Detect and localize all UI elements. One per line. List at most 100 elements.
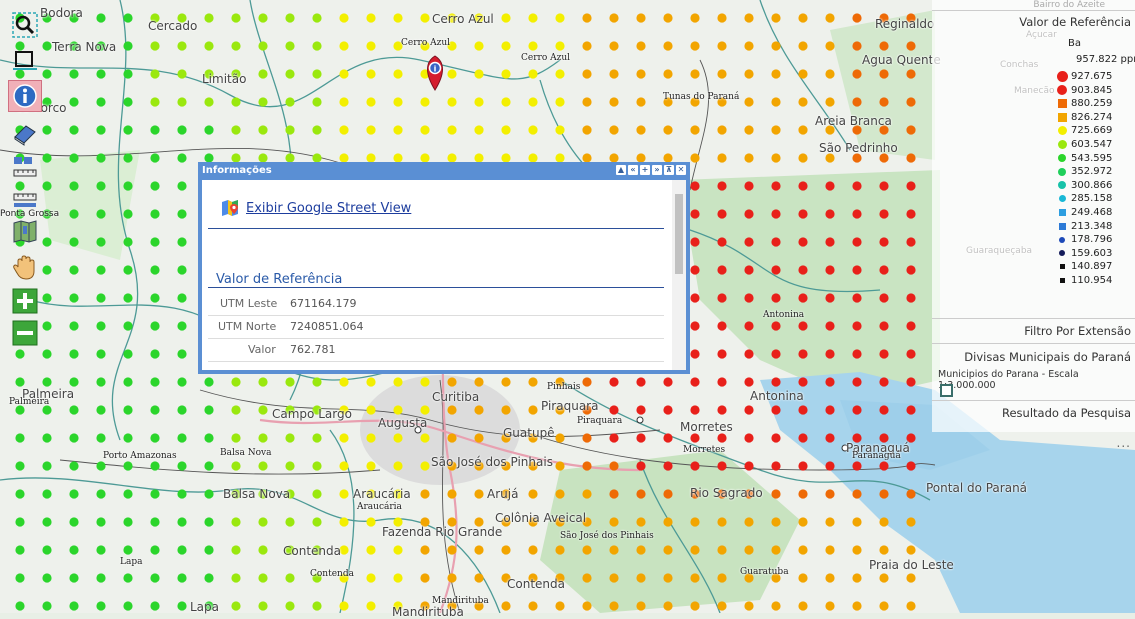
popup-next-button[interactable]: » — [652, 165, 662, 175]
legend-swatch — [1056, 195, 1068, 203]
legend-swatch — [1056, 71, 1068, 82]
sample-point — [798, 321, 808, 331]
municipios-layer-checkbox[interactable] — [940, 384, 953, 397]
sample-point — [96, 433, 106, 443]
sample-point — [177, 377, 187, 387]
select-rectangle-tool[interactable] — [8, 46, 42, 76]
sample-point — [204, 377, 214, 387]
sample-point — [852, 97, 862, 107]
popup-close-button[interactable]: ✕ — [676, 165, 686, 175]
sample-point — [420, 405, 430, 415]
popup-collapse-button[interactable]: ▲ — [616, 165, 626, 175]
popup-prev-button[interactable]: « — [628, 165, 638, 175]
popup-maximize-button[interactable]: ⊼ — [664, 165, 674, 175]
sample-point — [717, 293, 727, 303]
sample-point — [798, 377, 808, 387]
sample-point — [852, 461, 862, 471]
road — [689, 59, 709, 191]
sample-point — [339, 433, 349, 443]
zoom-search-tool[interactable] — [8, 10, 42, 40]
boundary-line — [0, 477, 501, 614]
sample-point — [96, 237, 106, 247]
attribute-value: 671164.179 — [290, 297, 357, 310]
eraser-tool[interactable] — [8, 118, 42, 148]
sample-point — [906, 209, 916, 219]
place-label: Lapa — [190, 600, 220, 614]
sample-point — [879, 377, 889, 387]
sample-point — [474, 601, 484, 611]
sample-point — [906, 517, 916, 527]
sample-point — [798, 573, 808, 583]
panel-divider — [932, 318, 1135, 319]
sample-point — [717, 433, 727, 443]
sample-point — [150, 405, 160, 415]
sample-point — [501, 545, 511, 555]
legend-value: 159.603 — [1071, 247, 1113, 259]
popup-add-button[interactable]: + — [640, 165, 650, 175]
sample-point — [636, 97, 646, 107]
map-pin-icon[interactable]: i — [427, 55, 443, 91]
sample-point — [96, 349, 106, 359]
sample-point — [879, 405, 889, 415]
divisas-layer-header[interactable]: Divisas Municipais do Paraná — [964, 350, 1131, 364]
street-view-link[interactable]: Exibir Google Street View — [220, 198, 411, 218]
filter-extent-header[interactable]: Filtro Por Extensão — [1024, 324, 1131, 338]
sample-point — [798, 517, 808, 527]
sample-point — [879, 433, 889, 443]
zoom-in-icon — [12, 288, 38, 314]
sample-point — [15, 545, 25, 555]
sample-point — [123, 237, 133, 247]
sample-point — [177, 601, 187, 611]
measure-distance-tool[interactable] — [8, 152, 42, 182]
sample-point — [906, 125, 916, 135]
zoom-in-button[interactable] — [8, 286, 42, 316]
more-options-button[interactable]: ... — [1116, 436, 1131, 450]
legend-value: 880.259 — [1071, 98, 1113, 110]
map-layers-tool[interactable] — [8, 216, 42, 246]
sample-point — [771, 97, 781, 107]
measure-area-tool[interactable] — [8, 186, 42, 216]
zoom-out-button[interactable] — [8, 318, 42, 348]
sample-point — [906, 97, 916, 107]
info-tool[interactable] — [8, 80, 42, 112]
search-result-header[interactable]: Resultado da Pesquisa — [1002, 406, 1131, 420]
popup-header[interactable]: Informações ▲ « + » ⊼ ✕ — [198, 162, 690, 180]
place-label: Palmeira — [9, 397, 50, 407]
sample-point — [825, 293, 835, 303]
legend-marker — [1058, 181, 1066, 190]
info-icon — [13, 84, 37, 108]
sample-point — [582, 489, 592, 499]
popup-scrollbar[interactable] — [672, 180, 686, 370]
sample-point — [717, 349, 727, 359]
sample-point — [177, 573, 187, 583]
place-label: Guatupê — [503, 426, 555, 440]
sample-point — [717, 573, 727, 583]
street-view-link-text[interactable]: Exibir Google Street View — [246, 200, 412, 216]
sample-point — [312, 41, 322, 51]
sample-point — [447, 377, 457, 387]
sample-point — [744, 573, 754, 583]
sample-point — [123, 433, 133, 443]
sample-point — [420, 461, 430, 471]
sample-point — [690, 125, 700, 135]
sample-point — [69, 69, 79, 79]
sample-point — [690, 41, 700, 51]
sample-point — [663, 125, 673, 135]
scrollbar-thumb[interactable] — [675, 194, 683, 274]
sample-point — [393, 517, 403, 527]
sample-point — [231, 97, 241, 107]
sample-point — [717, 321, 727, 331]
attribute-row: UTM Norte 7240851.064 — [208, 316, 664, 339]
sample-point — [636, 433, 646, 443]
sample-point — [798, 97, 808, 107]
legend-value: 249.468 — [1071, 207, 1113, 218]
sample-point — [123, 461, 133, 471]
sample-point — [42, 377, 52, 387]
sample-point — [123, 349, 133, 359]
sample-point — [447, 489, 457, 499]
legend-item: 140.897 — [1056, 260, 1112, 273]
sample-point — [123, 41, 133, 51]
pan-tool[interactable] — [8, 252, 42, 282]
sample-point — [15, 405, 25, 415]
sample-point — [852, 265, 862, 275]
